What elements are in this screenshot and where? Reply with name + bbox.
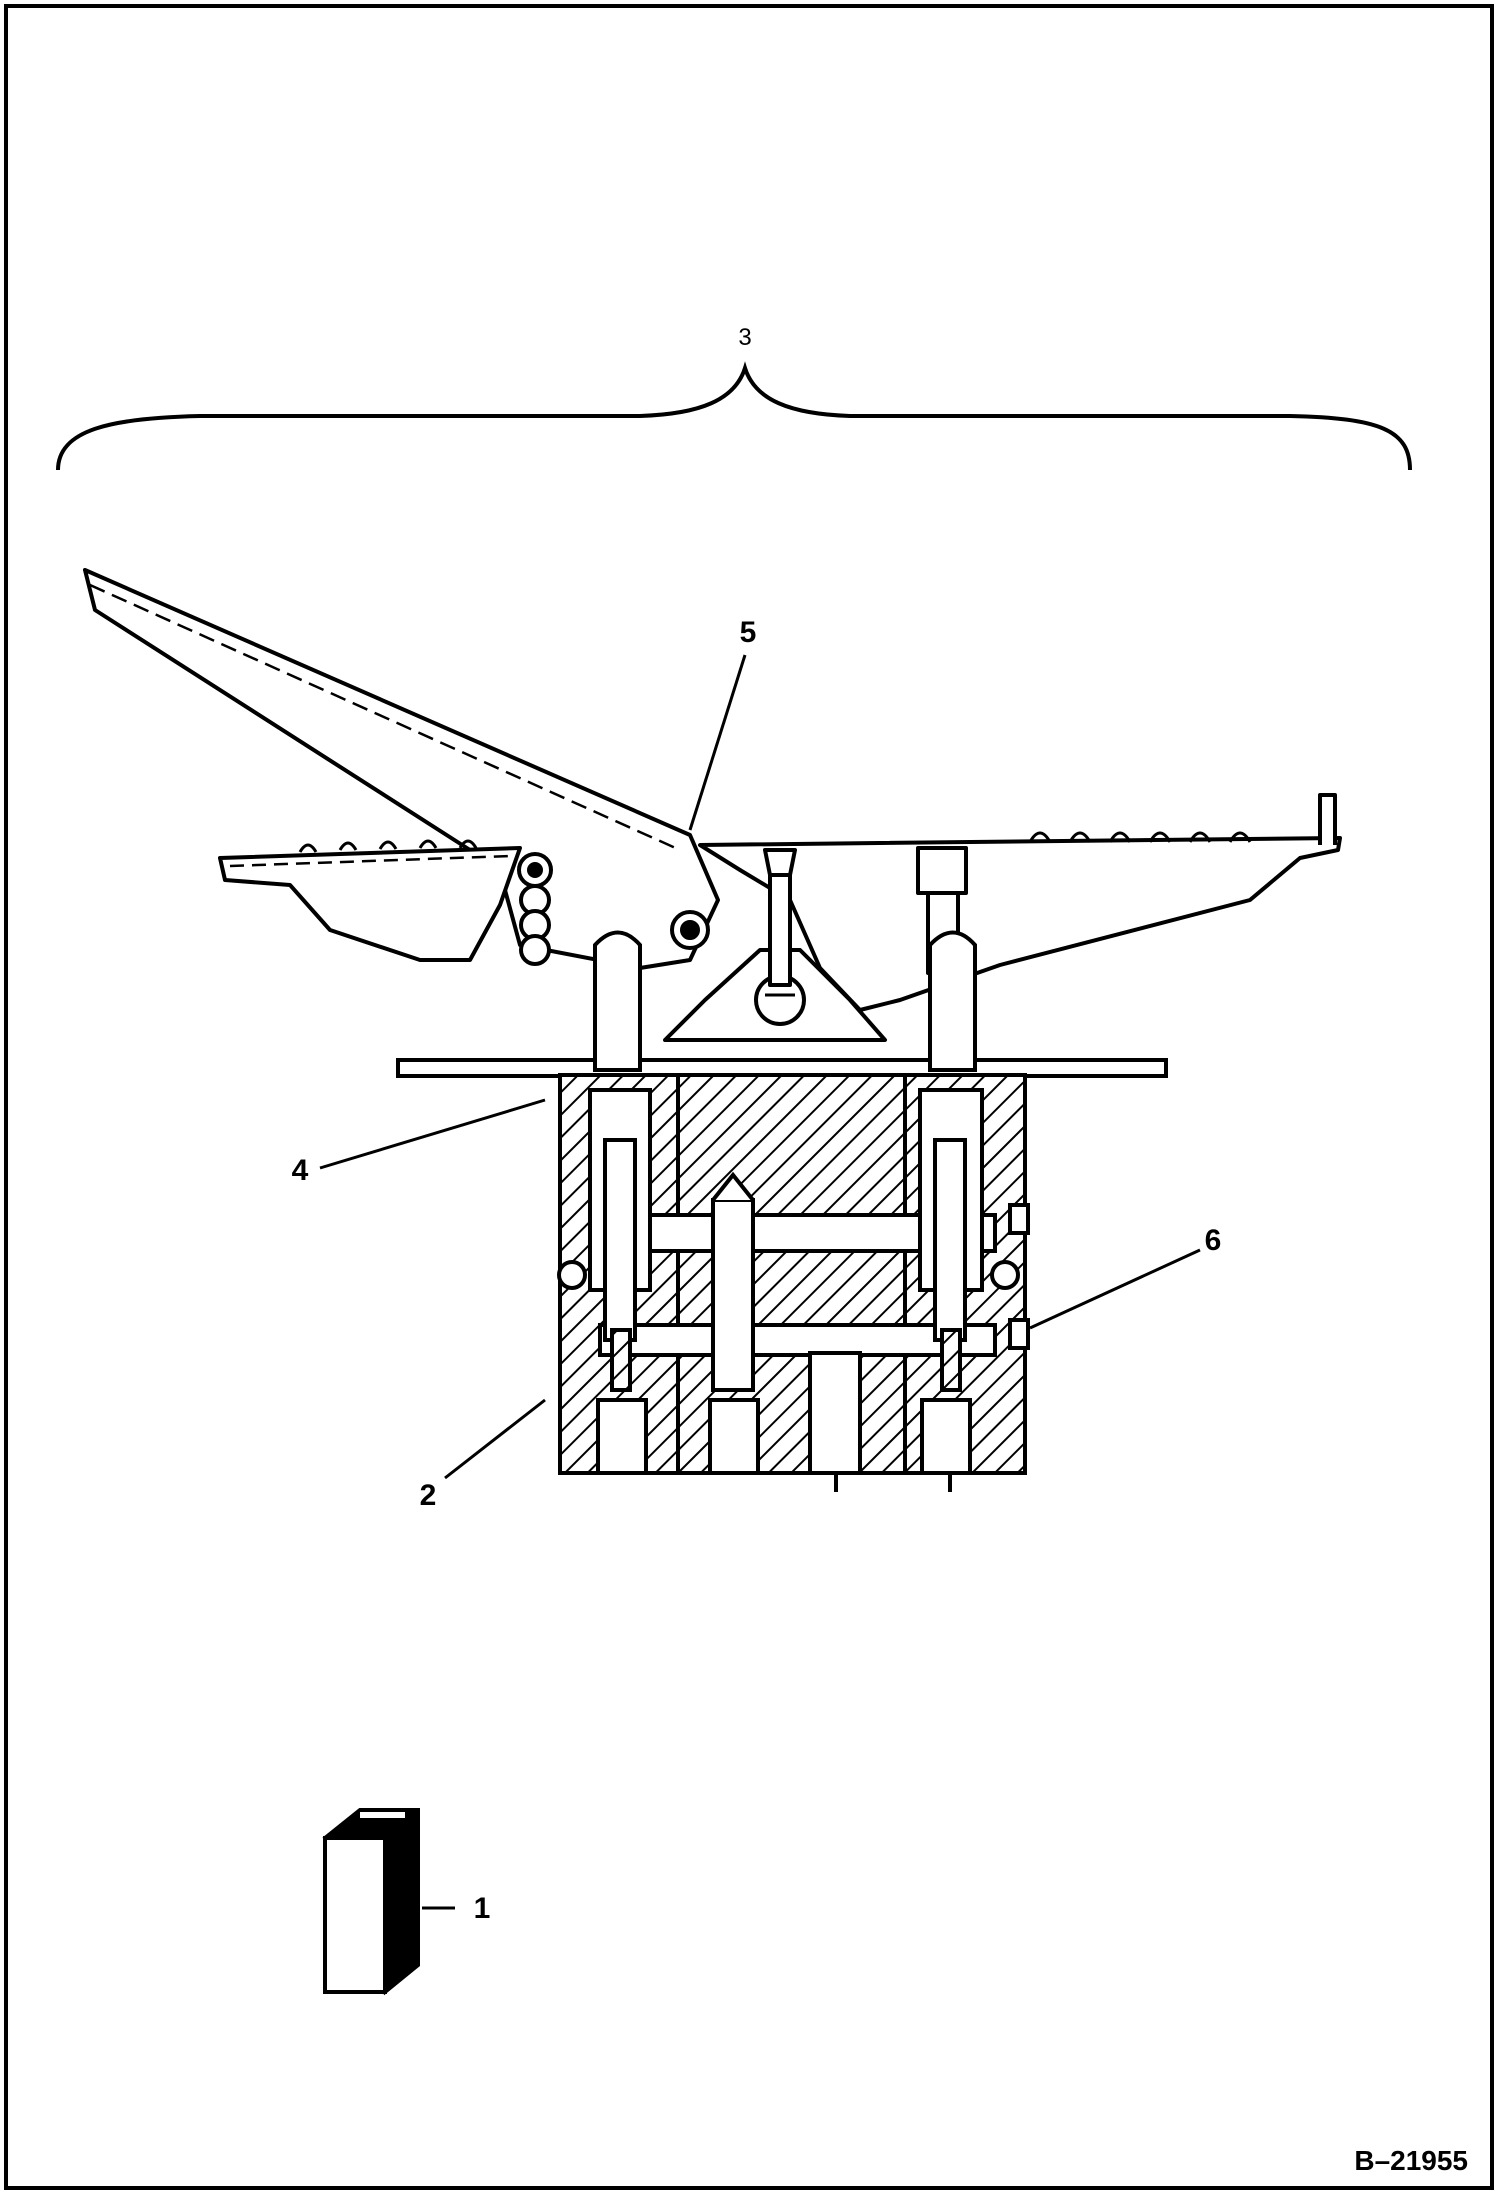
assembly-brace [56,361,1412,471]
leader-lines [319,654,1201,1910]
figure-reference: B–21955 [1354,2145,1468,2176]
callout-3: 3 [738,324,751,351]
valve-body [557,930,1030,1492]
leader-6 [1029,1248,1201,1330]
decal-part [322,1808,420,1996]
callout-6: 6 [1205,1224,1222,1257]
leader-5 [688,654,747,831]
callout-1: 1 [474,1892,491,1925]
pedal-assembly [83,568,1342,1042]
callout-2: 2 [420,1479,437,1512]
leader-4 [319,1098,546,1170]
leader-2 [444,1398,546,1480]
callout-5: 5 [740,616,757,649]
callout-4: 4 [292,1154,309,1187]
page-border [4,4,1494,2190]
